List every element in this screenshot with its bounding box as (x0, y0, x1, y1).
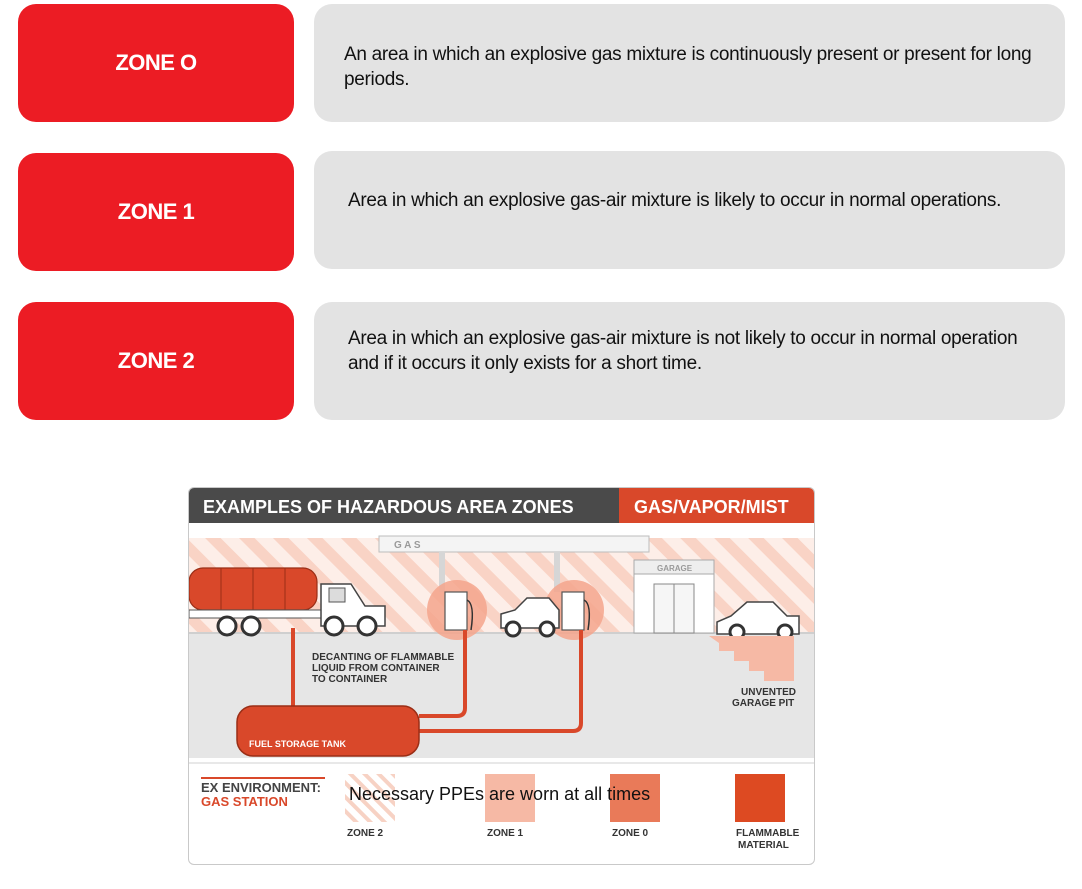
legend-label-zone-1: ZONE 1 (487, 828, 524, 839)
zone-1-badge: ZONE 1 (18, 153, 294, 271)
legend-swatch-zone-1 (485, 774, 535, 822)
pit-line-2: GARAGE PIT (732, 698, 794, 709)
fuel-storage-tank (236, 705, 420, 757)
fuel-pump-1 (444, 591, 468, 631)
legend-label-flammable: FLAMMABLE (736, 828, 800, 839)
infographic-title: EXAMPLES OF HAZARDOUS AREA ZONES (203, 497, 574, 517)
tanker-truck (189, 567, 386, 637)
zone-2-description-card: Area in which an explosive gas-air mixtu… (314, 302, 1065, 420)
title-bar (189, 488, 619, 523)
decanting-line-1: DECANTING OF FLAMMABLE (312, 652, 455, 663)
zone-2-description: Area in which an explosive gas-air mixtu… (348, 328, 1018, 374)
legend-swatch-zone-0 (610, 774, 660, 822)
legend-heading-1: EX ENVIRONMENT: (201, 780, 321, 795)
legend-heading-2: GAS STATION (201, 794, 288, 809)
legend-label-zone-2: ZONE 2 (347, 828, 384, 839)
infographic-svg: EXAMPLES OF HAZARDOUS AREA ZONES GAS/VAP… (189, 488, 814, 851)
car-at-pump (500, 597, 560, 638)
infographic-category: GAS/VAPOR/MIST (634, 497, 789, 517)
legend-swatch-flammable (735, 774, 785, 822)
decanting-line-3: TO CONTAINER (312, 674, 388, 685)
canopy-sign: G A S (394, 540, 421, 551)
fuel-pump-2 (561, 591, 585, 631)
hazardous-zones-infographic: EXAMPLES OF HAZARDOUS AREA ZONES GAS/VAP… (188, 487, 815, 865)
zone-1-label: ZONE 1 (117, 199, 195, 224)
zone-0-badge: ZONE O (18, 4, 294, 122)
zone-0-label: ZONE O (115, 50, 197, 75)
legend-label-zone-0: ZONE 0 (612, 828, 649, 839)
canopy (378, 535, 650, 553)
zone-1-description: Area in which an explosive gas-air mixtu… (348, 190, 1002, 211)
tank-label: FUEL STORAGE TANK (249, 739, 347, 749)
legend-swatch-zone-2 (345, 774, 395, 822)
parked-car (716, 601, 800, 641)
legend-label-material: MATERIAL (738, 840, 789, 851)
zone-2-label: ZONE 2 (117, 348, 195, 373)
garage: GARAGE (633, 559, 715, 634)
fuel-pipes (291, 628, 583, 733)
zone-0-description-card: An area in which an explosive gas mixtur… (314, 4, 1065, 122)
pit-line-1: UNVENTED (741, 687, 796, 698)
zone-2-badge: ZONE 2 (18, 302, 294, 420)
zone-0-description: An area in which an explosive gas mixtur… (344, 44, 1032, 90)
zone-1-description-card: Area in which an explosive gas-air mixtu… (314, 151, 1065, 269)
category-bar (619, 488, 814, 523)
ppe-note: Necessary PPEs are worn at all times (349, 784, 650, 804)
garage-sign: GARAGE (657, 564, 693, 573)
decanting-line-2: LIQUID FROM CONTAINER (312, 663, 440, 674)
garage-pit (709, 636, 794, 681)
